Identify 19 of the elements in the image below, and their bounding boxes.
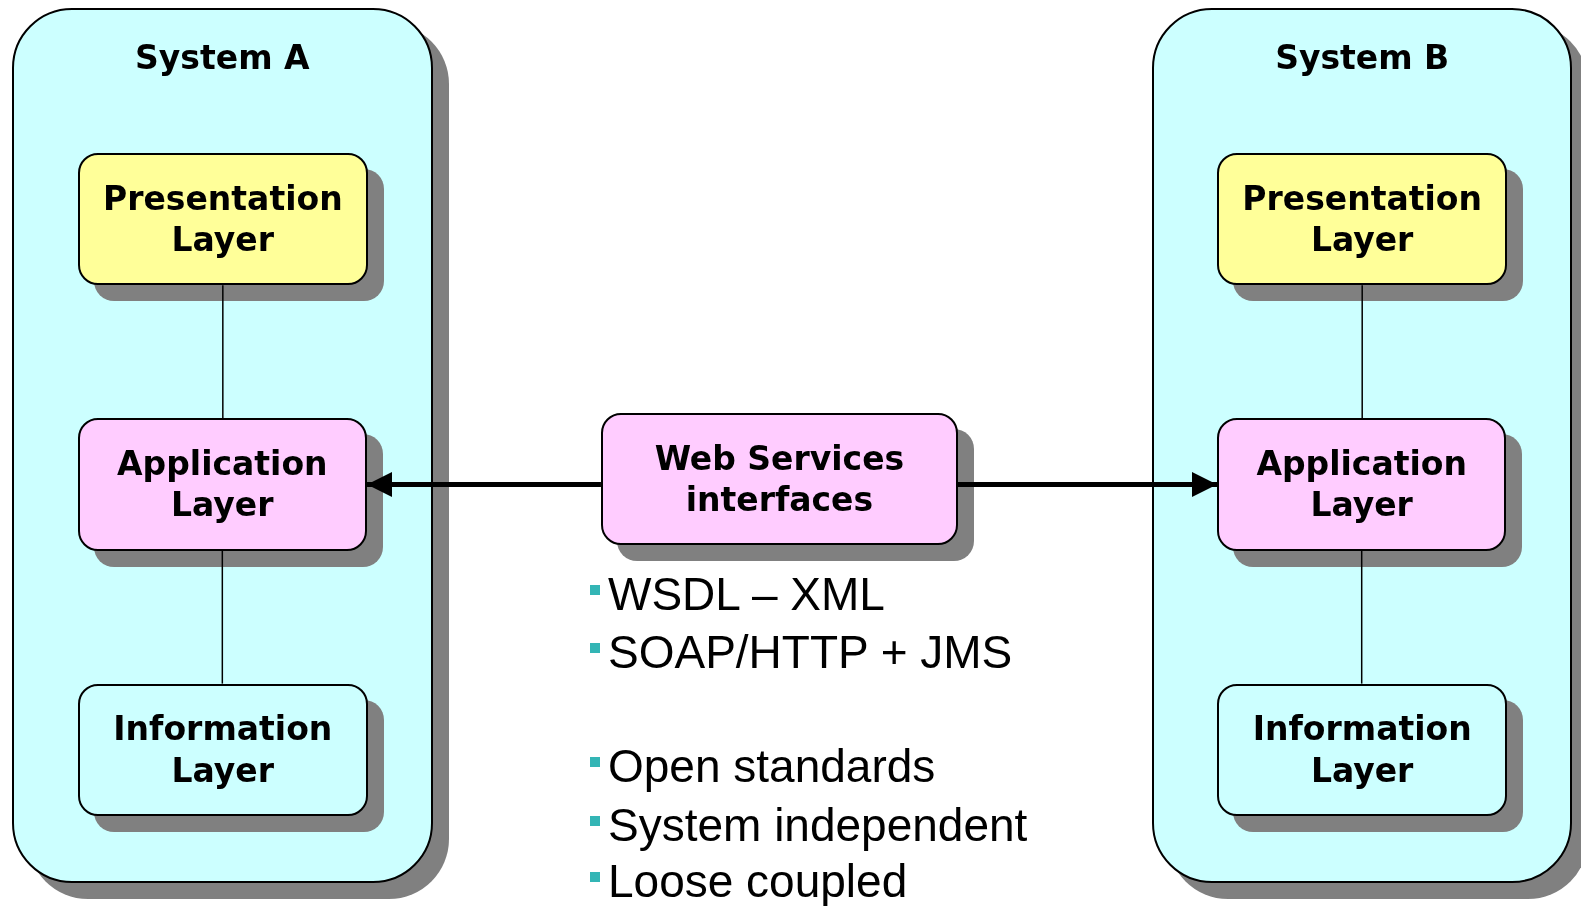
panel-title: System A xyxy=(134,38,311,78)
bullet-text: SOAP/HTTP + JMS xyxy=(608,626,1013,679)
box-label: Information Layer xyxy=(112,708,334,791)
box-label: Presentation Layer xyxy=(102,178,344,261)
arrow xyxy=(367,472,601,497)
bullet-text: System independent xyxy=(608,798,1028,851)
box-label: Application Layer xyxy=(1255,443,1468,526)
connector-line xyxy=(1360,549,1363,685)
connector-line xyxy=(222,284,224,420)
bullet-text: Open standards xyxy=(608,740,936,793)
arrow xyxy=(957,472,1217,497)
box-label: Presentation Layer xyxy=(1241,178,1483,261)
box-label: Web Services interfaces xyxy=(653,438,906,521)
box-label: Application Layer xyxy=(116,443,329,526)
bullet-text: WSDL – XML xyxy=(608,567,885,620)
box-label: Information Layer xyxy=(1251,708,1473,791)
panel-title: System B xyxy=(1274,38,1451,78)
connector-line xyxy=(221,549,224,685)
connector-line xyxy=(1361,284,1363,420)
